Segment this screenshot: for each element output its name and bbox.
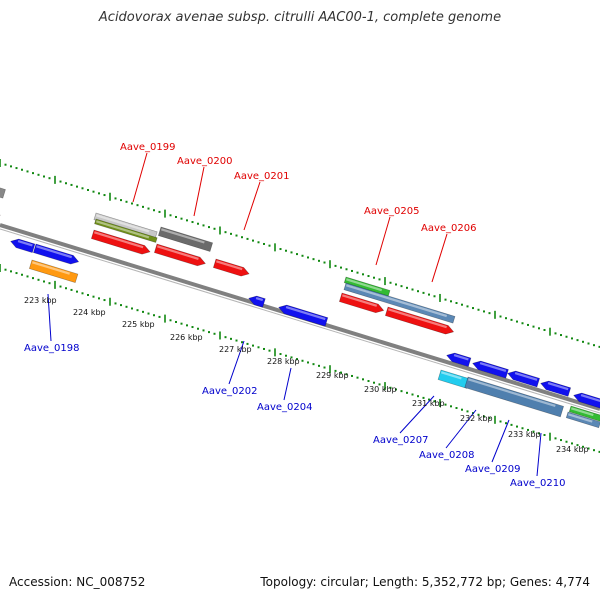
callout-line bbox=[431, 233, 448, 283]
kbp-label: 230 kbp bbox=[364, 385, 397, 394]
kbp-label: 223 kbp bbox=[24, 296, 57, 305]
callout-line bbox=[132, 152, 148, 203]
feature-aave-0209-blue bbox=[507, 370, 540, 388]
gene-label-aave-0209[interactable]: Aave_0209 bbox=[465, 464, 521, 475]
feature-aave-0208-blue bbox=[472, 360, 509, 379]
kbp-label: 225 kbp bbox=[122, 320, 155, 329]
backbone-highlight bbox=[0, 228, 600, 414]
gene-label-aave-0205[interactable]: Aave_0205 bbox=[364, 206, 420, 217]
feature-aave-0210-blue bbox=[573, 392, 600, 409]
callout-line bbox=[228, 340, 245, 385]
outer-tick-track bbox=[0, 159, 600, 348]
accession-label: Accession: NC_008752 bbox=[9, 575, 146, 589]
callout-line bbox=[283, 367, 292, 401]
feature-aave-0207-blue bbox=[446, 352, 472, 368]
callout-line bbox=[193, 166, 205, 217]
kbp-scale: 223 kbp 224 kbp 225 kbp 226 kbp 227 kbp 228 k… bbox=[24, 296, 589, 454]
callout-line bbox=[536, 432, 542, 477]
callout-line bbox=[47, 293, 52, 342]
feature-aave-0198-blue bbox=[32, 243, 80, 265]
gene-label-aave-0201[interactable]: Aave_0201 bbox=[234, 171, 290, 182]
gene-label-aave-0200[interactable]: Aave_0200 bbox=[177, 156, 233, 167]
genome-summary: Topology: circular; Length: 5,352,772 bp… bbox=[260, 575, 590, 589]
kbp-label: 231 kbp bbox=[412, 399, 445, 408]
genome-title: Acidovorax avenae subsp. citrulli AAC00-… bbox=[98, 10, 502, 25]
gene-label-aave-0199[interactable]: Aave_0199 bbox=[120, 142, 176, 153]
kbp-label: 229 kbp bbox=[316, 371, 349, 380]
callout-line bbox=[491, 419, 510, 463]
feature-aave-0205-red bbox=[338, 292, 385, 314]
gene-label-aave-0210[interactable]: Aave_0210 bbox=[510, 478, 566, 489]
kbp-label: 224 kbp bbox=[73, 308, 106, 317]
kbp-label: 233 kbp bbox=[508, 430, 541, 439]
feature-aave-0198-orange bbox=[28, 259, 79, 284]
feature-aave-0209b-blue bbox=[540, 380, 572, 397]
feature-aave-0200-red bbox=[153, 243, 206, 267]
feature-aave-0197-blue bbox=[10, 238, 36, 254]
feature-aave-0210-steel bbox=[565, 411, 600, 429]
feature-red-left bbox=[0, 207, 1, 218]
callout-line bbox=[243, 181, 261, 231]
feature-aave-0206-red bbox=[384, 306, 455, 335]
callout-line bbox=[399, 395, 435, 434]
genome-backbone bbox=[0, 223, 600, 414]
feature-aave-0207-cyan bbox=[437, 369, 471, 389]
feature-grey-left bbox=[0, 185, 6, 199]
gene-label-aave-0198[interactable]: Aave_0198 bbox=[24, 343, 80, 354]
feature-aave-0207-steel bbox=[464, 376, 564, 418]
feature-aave-0205-steel bbox=[343, 282, 456, 324]
callout-line bbox=[375, 216, 391, 266]
feature-aave-0199-red bbox=[90, 229, 151, 255]
feature-aave-0204-blue bbox=[278, 304, 329, 327]
gene-features bbox=[0, 185, 600, 429]
inner-tick-track bbox=[0, 264, 600, 453]
kbp-label: 227 kbp bbox=[219, 345, 252, 354]
kbp-label: 228 kbp bbox=[267, 357, 300, 366]
feature-aave-0200-grey bbox=[157, 226, 214, 252]
gene-label-aave-0206[interactable]: Aave_0206 bbox=[421, 223, 477, 234]
callout-line bbox=[445, 409, 477, 449]
gene-label-aave-0204[interactable]: Aave_0204 bbox=[257, 402, 313, 413]
tick-dots bbox=[0, 159, 600, 453]
gene-label-aave-0207[interactable]: Aave_0207 bbox=[373, 435, 429, 446]
kbp-label: 226 kbp bbox=[170, 333, 203, 342]
feature-aave-0199-olive bbox=[94, 218, 158, 243]
kbp-label: 234 kbp bbox=[556, 445, 589, 454]
gene-label-aave-0208[interactable]: Aave_0208 bbox=[419, 450, 475, 461]
gene-label-aave-0202[interactable]: Aave_0202 bbox=[202, 386, 258, 397]
kbp-label: 232 kbp bbox=[460, 414, 493, 423]
feature-aave-0201-red bbox=[212, 258, 250, 277]
gene-callouts: Aave_0199Aave_0200Aave_0201Aave_0205Aave… bbox=[24, 142, 566, 489]
feature-aave-0202-blue bbox=[248, 295, 266, 308]
